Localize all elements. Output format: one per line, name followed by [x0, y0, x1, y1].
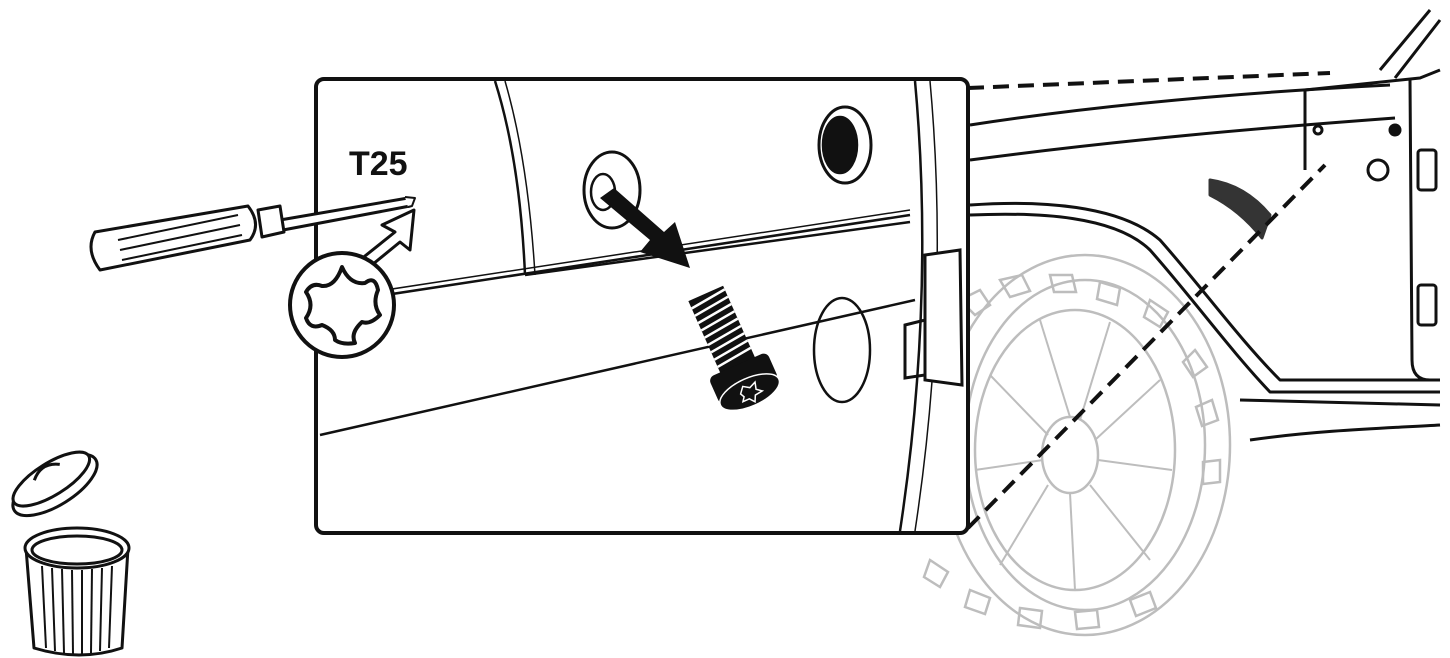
- screw-icon: [688, 285, 781, 412]
- torx-icon: [288, 251, 396, 359]
- wheel: [922, 253, 1232, 637]
- screwdriver-icon: [89, 196, 416, 272]
- trash-can-icon: [11, 450, 131, 657]
- arrow-icon: [600, 188, 690, 268]
- vehicle-fender: [969, 9, 1442, 442]
- tool-size-label: T25: [349, 145, 408, 183]
- detail-panel: [314, 77, 970, 535]
- callout-lines: [966, 71, 1331, 530]
